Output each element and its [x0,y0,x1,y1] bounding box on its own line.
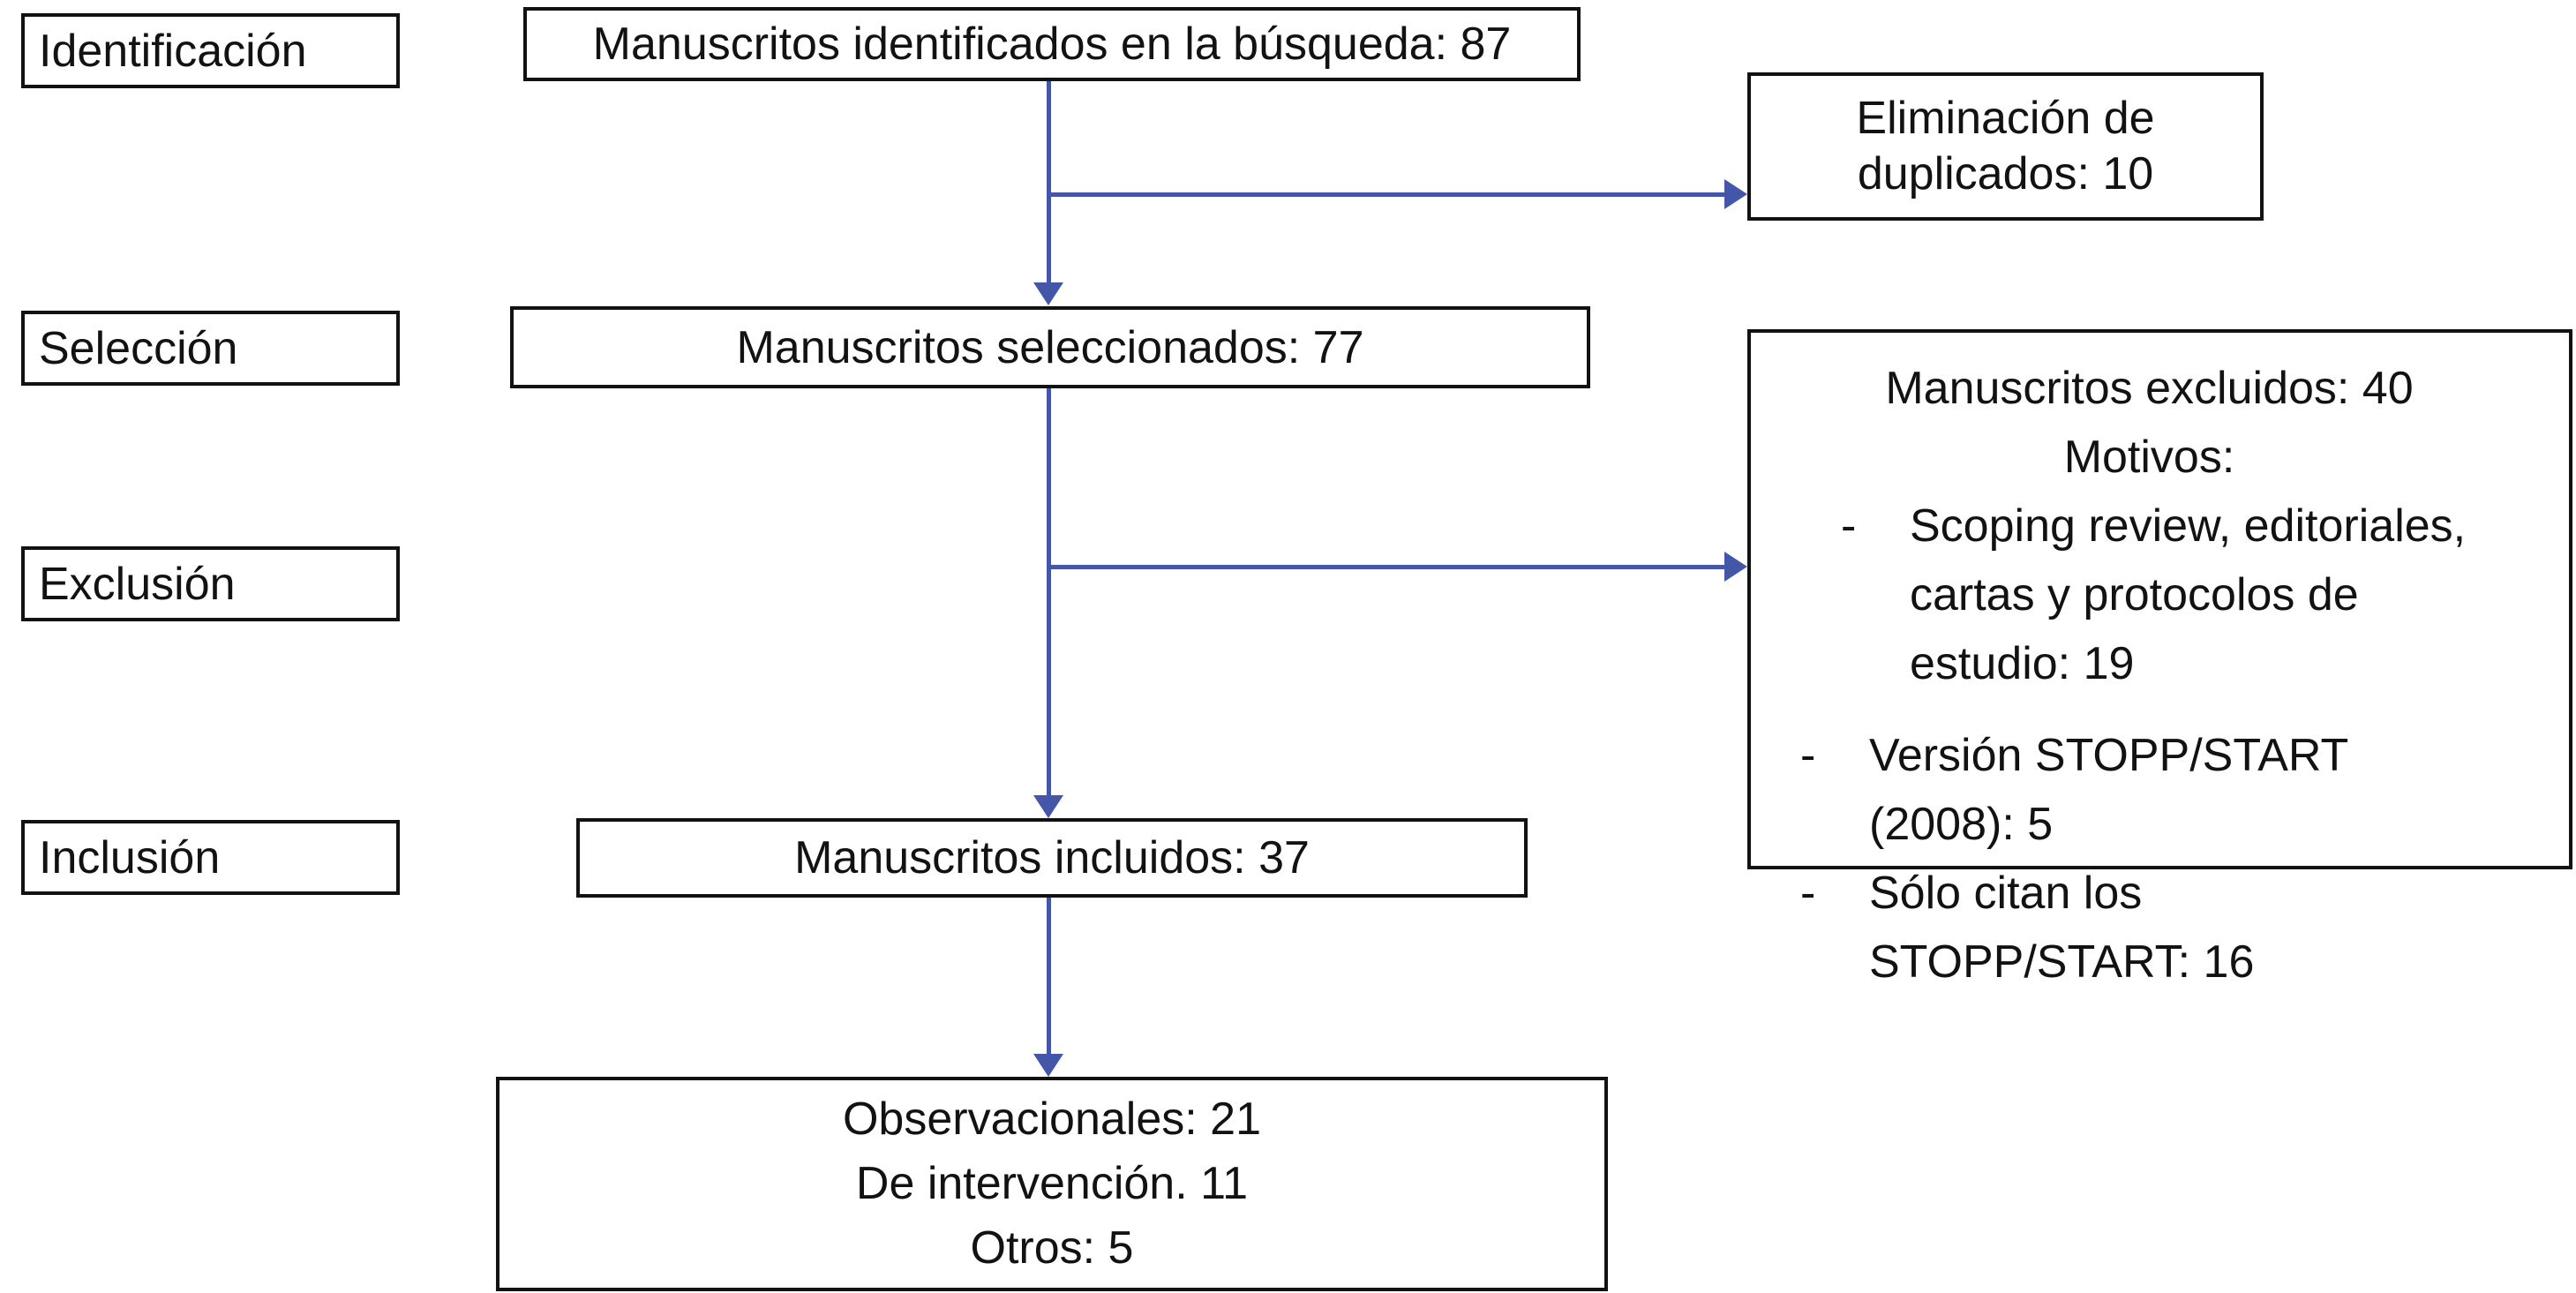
stage-label-exclusion-text: Exclusión [39,558,236,610]
arrowhead-right-icon [1724,179,1747,209]
bullet-dash-icon: - [1841,500,1857,552]
excluidos-title: Manuscritos excluidos: 40 [1885,363,2414,414]
connector-to-duplicados [1047,192,1728,197]
excluidos-reason-item: - Sólo citan los STOPP/START: 16 [1800,859,2548,996]
node-eliminacion-duplicados-text: Eliminación de duplicados: 10 [1856,92,2155,199]
stage-label-exclusion: Exclusión [21,546,400,621]
connector-identificados-to-seleccionados [1047,81,1051,284]
connector-incluidos-to-tipos [1047,898,1051,1057]
excluidos-reason-item: - Versión STOPP/START (2008): 5 [1800,721,2548,859]
tipos-linea-observacionales: Observacionales: 21 [842,1094,1262,1146]
stage-label-inclusion-text: Inclusión [39,831,221,883]
node-manuscritos-identificados-text: Manuscritos identificados en la búsqueda… [592,19,1512,70]
stage-label-seleccion-text: Selección [39,322,238,374]
stage-label-identificacion-text: Identificación [39,25,307,77]
connector-seleccionados-to-incluidos [1047,388,1051,799]
node-manuscritos-seleccionados: Manuscritos seleccionados: 77 [510,306,1590,388]
arrowhead-down-icon [1033,1054,1063,1077]
arrowhead-down-icon [1033,795,1063,818]
excluidos-reason-3-text: Sólo citan los STOPP/START: 16 [1869,868,2255,988]
node-manuscritos-excluidos: Manuscritos excluidos: 40 Motivos: - Sco… [1747,329,2572,988]
arrowhead-right-icon [1724,552,1747,582]
bullet-dash-icon: - [1800,868,1816,919]
excluidos-subtitle: Motivos: [2063,432,2235,483]
node-eliminacion-duplicados: Eliminación de duplicados: 10 [1747,72,2264,221]
bullet-dash-icon: - [1800,730,1816,781]
stage-label-inclusion: Inclusión [21,820,400,895]
excluidos-reason-item: - Scoping review, editoriales, cartas y … [1841,492,2548,698]
arrowhead-down-icon [1033,282,1063,305]
node-manuscritos-seleccionados-text: Manuscritos seleccionados: 77 [736,321,1364,373]
excluidos-reason-2-text: Versión STOPP/START (2008): 5 [1869,730,2348,850]
tipos-linea-otros: Otros: 5 [970,1222,1134,1274]
tipos-linea-intervencion: De intervención. 11 [855,1158,1249,1210]
excluidos-reason-1-text: Scoping review, editoriales, cartas y pr… [1910,500,2467,689]
node-tipos-estudio: Observacionales: 21 De intervención. 11 … [496,1077,1608,1291]
stage-label-identificacion: Identificación [21,13,400,88]
stage-label-seleccion: Selección [21,311,400,386]
node-manuscritos-identificados: Manuscritos identificados en la búsqueda… [523,7,1581,81]
node-manuscritos-incluidos: Manuscritos incluidos: 37 [576,818,1528,898]
node-manuscritos-incluidos-text: Manuscritos incluidos: 37 [794,832,1310,883]
connector-to-excluidos [1047,565,1728,569]
